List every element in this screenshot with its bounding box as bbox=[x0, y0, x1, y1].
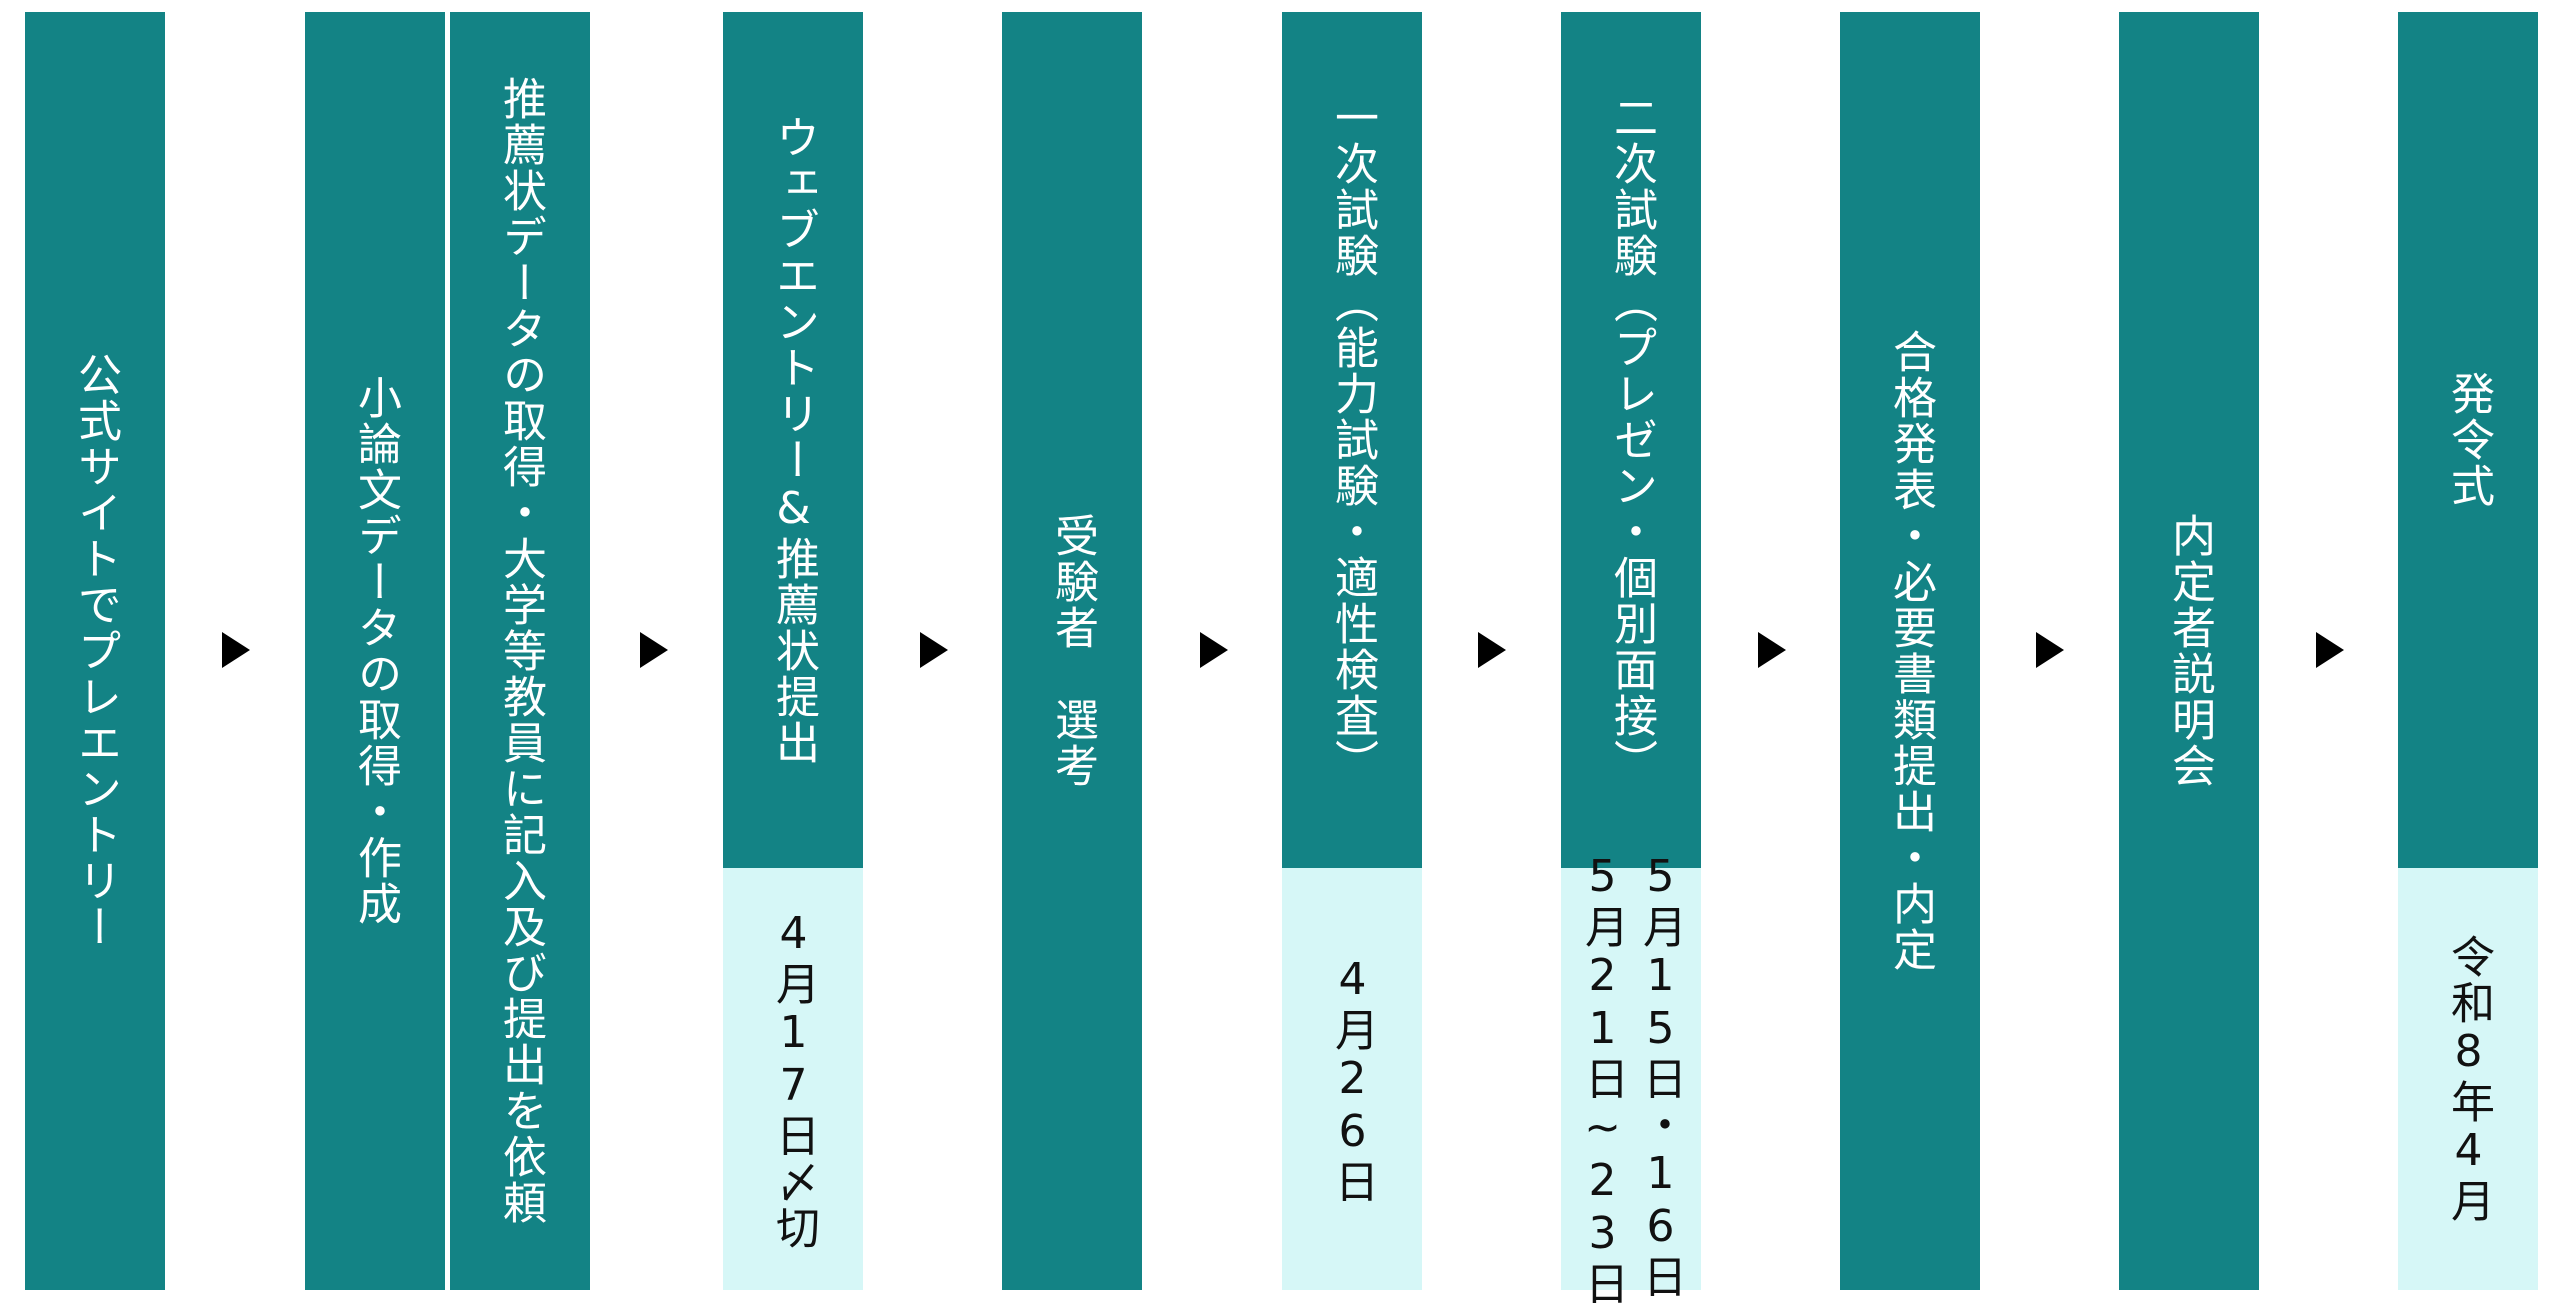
step-box: ウェブエントリー&推薦状提出 bbox=[723, 12, 863, 868]
arrow-right-icon bbox=[920, 632, 948, 668]
arrow-right-icon bbox=[222, 632, 250, 668]
step-label: 公式サイトでプレエントリー bbox=[70, 352, 121, 950]
step-date: 4月17日〆切 bbox=[768, 907, 819, 1251]
step-box: 小論文データの取得・作成 bbox=[305, 12, 445, 1290]
step-date-box: 5月15日・16日 5月21日~23日 bbox=[1561, 851, 1701, 1307]
step-date-line: 5月15日・16日 bbox=[1635, 851, 1686, 1300]
step-label: 小論文データの取得・作成 bbox=[350, 375, 401, 927]
arrow-right-icon bbox=[1758, 632, 1786, 668]
step-box: 受験者 選考 bbox=[1002, 12, 1142, 1290]
step-date-box: 4月26日 bbox=[1282, 868, 1422, 1290]
step-box: 一次試験（能力試験・適性検査） bbox=[1282, 12, 1422, 868]
step-9: 内定者説明会 bbox=[2119, 12, 2259, 1290]
step-label: ウェブエントリー&推薦状提出 bbox=[768, 114, 819, 766]
step-label: 一次試験（能力試験・適性検査） bbox=[1327, 95, 1378, 785]
step-date-box: 令和8年4月 bbox=[2398, 868, 2538, 1290]
step-6: 一次試験（能力試験・適性検査） 4月26日 bbox=[1282, 12, 1422, 1290]
step-label: 合格発表・必要書類提出・内定 bbox=[1885, 329, 1936, 973]
step-7: 二次試験（プレゼン・個別面接） 5月15日・16日 5月21日~23日 bbox=[1561, 12, 1701, 1307]
arrow-right-icon bbox=[1478, 632, 1506, 668]
step-date: 令和8年4月 bbox=[2443, 934, 2494, 1224]
step-label: 二次試験（プレゼン・個別面接） bbox=[1606, 95, 1657, 785]
step-label: 受験者 選考 bbox=[1047, 513, 1098, 789]
step-2: 小論文データの取得・作成 bbox=[305, 12, 445, 1290]
step-label: 内定者説明会 bbox=[2164, 513, 2215, 789]
step-date: 4月26日 bbox=[1327, 953, 1378, 1205]
step-box: 二次試験（プレゼン・個別面接） bbox=[1561, 12, 1701, 868]
step-box: 発令式 bbox=[2398, 12, 2538, 868]
step-8: 合格発表・必要書類提出・内定 bbox=[1840, 12, 1980, 1290]
step-3: 推薦状データの取得・大学等教員に記入及び提出を依頼 bbox=[450, 12, 590, 1290]
arrow-right-icon bbox=[1200, 632, 1228, 668]
step-10: 発令式 令和8年4月 bbox=[2398, 12, 2538, 1290]
step-1: 公式サイトでプレエントリー bbox=[25, 12, 165, 1290]
arrow-right-icon bbox=[2036, 632, 2064, 668]
step-box: 合格発表・必要書類提出・内定 bbox=[1840, 12, 1980, 1290]
arrow-right-icon bbox=[640, 632, 668, 668]
step-box: 内定者説明会 bbox=[2119, 12, 2259, 1290]
step-label: 推薦状データの取得・大学等教員に記入及び提出を依頼 bbox=[495, 76, 546, 1226]
arrow-right-icon bbox=[2316, 632, 2344, 668]
step-box: 推薦状データの取得・大学等教員に記入及び提出を依頼 bbox=[450, 12, 590, 1290]
step-4: ウェブエントリー&推薦状提出 4月17日〆切 bbox=[723, 12, 863, 1290]
step-date-box: 4月17日〆切 bbox=[723, 868, 863, 1290]
step-date-line: 5月21日~23日 bbox=[1577, 851, 1628, 1307]
step-5: 受験者 選考 bbox=[1002, 12, 1142, 1290]
step-date-group: 5月15日・16日 5月21日~23日 bbox=[1575, 851, 1687, 1307]
step-label: 発令式 bbox=[2443, 371, 2494, 509]
step-box: 公式サイトでプレエントリー bbox=[25, 12, 165, 1290]
